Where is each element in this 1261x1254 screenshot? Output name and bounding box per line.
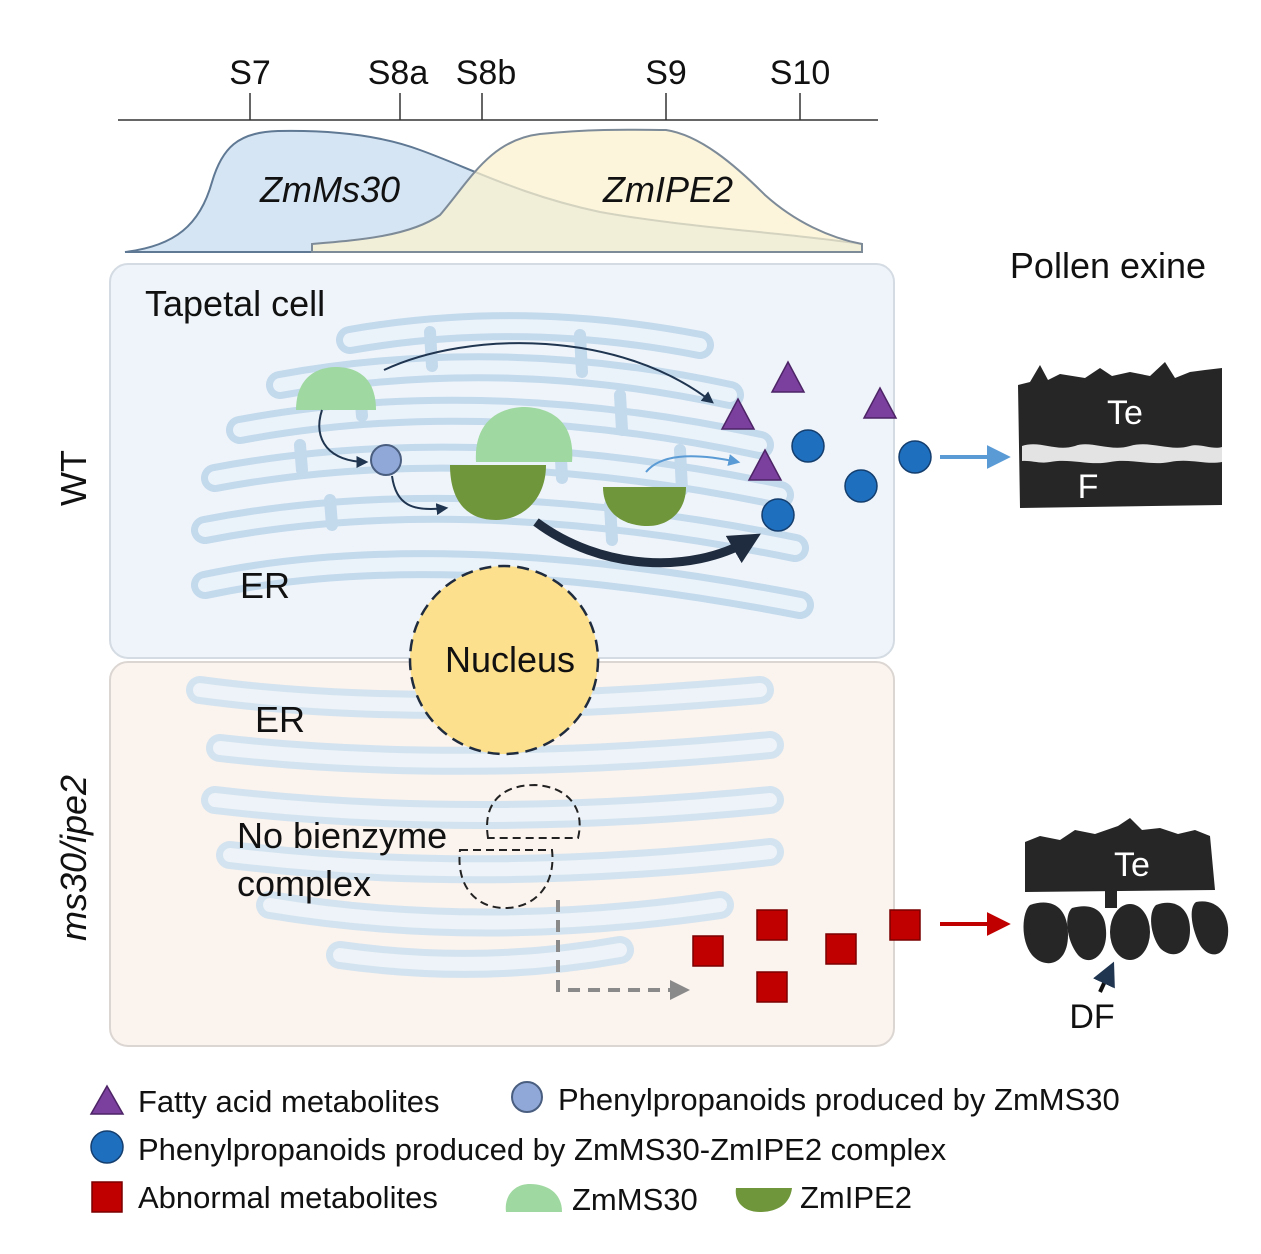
gene-label-zmipe2: ZmIPE2 (602, 169, 733, 210)
df-pointer-arrow (1093, 961, 1115, 993)
abnormal-metabolite-square (692, 935, 724, 967)
legend-zmipe2-icon (735, 1188, 792, 1212)
phenylpropanoid-ms30-node (370, 444, 402, 476)
phenylpropanoid-complex-circle (791, 429, 825, 463)
mutant-exine-image: Te DF (1023, 818, 1229, 1036)
stage-label-s8b: S8b (456, 54, 517, 92)
phenylpropanoid-complex-circle (844, 469, 878, 503)
wt-side-label: WT (53, 450, 94, 506)
mutant-er-label: ER (255, 699, 305, 740)
abnormal-metabolite-square (756, 971, 788, 1003)
abnormal-metabolites (692, 909, 921, 1003)
fatty-acid-triangle (720, 397, 756, 430)
fatty-acid-triangle (747, 448, 783, 481)
missing-zmms30-outline (486, 783, 581, 839)
wt-complex-phenylpropanoids (761, 429, 932, 532)
wt-tectum-label: Te (1107, 394, 1143, 432)
fatty-acid-triangle (862, 386, 898, 419)
legend-abnormal-label: Abnormal metabolites (138, 1180, 438, 1215)
tapetal-cell-label: Tapetal cell (145, 283, 325, 324)
gene-label-zmms30: ZmMs30 (259, 169, 400, 210)
pollen-exine-title: Pollen exine (1010, 245, 1206, 286)
zmipe2-enzyme-free (603, 487, 686, 526)
arrow-ms30-to-phenylpropanoid (318, 409, 369, 468)
legend-zmms30-label: ZmMS30 (572, 1182, 698, 1217)
abnormal-metabolite-square (756, 909, 788, 941)
mutant-tectum-label: Te (1114, 846, 1150, 884)
wt-fatty-acid-metabolites (720, 360, 898, 481)
legend-phenyl-ms30-label: Phenylpropanoids produced by ZmMS30 (558, 1082, 1120, 1117)
stage-label-s8a: S8a (368, 54, 429, 92)
legend-fatty-acid-label: Fatty acid metabolites (138, 1084, 440, 1119)
abnormal-metabolite-square (889, 909, 921, 941)
fatty-acid-triangle (770, 360, 806, 393)
wt-panel: Tapetal cell WT (53, 263, 1011, 659)
zmms30-enzyme-complex (475, 407, 573, 462)
arrow-phenylpropanoid-to-complex (391, 475, 449, 516)
zmipe2-enzyme-complex (450, 465, 546, 520)
legend-abnormal-icon (91, 1181, 123, 1213)
abnormal-metabolite-square (825, 933, 857, 965)
legend-fatty-acid-icon (89, 1084, 125, 1115)
arrow-ms30-to-fatty-acid (383, 342, 714, 404)
zmms30-enzyme-free (296, 367, 376, 410)
stage-label-s10: S10 (770, 54, 831, 92)
legend-phenyl-complex-label: Phenylpropanoids produced by ZmMS30-ZmIP… (138, 1132, 947, 1167)
mutant-panel: ms30/ipe2 ER Nucleus (53, 564, 1011, 1047)
mutant-side-label: ms30/ipe2 (53, 775, 94, 941)
nucleus (408, 564, 600, 756)
mutant-er-stack (186, 676, 784, 978)
wt-exine-image: Te F (1018, 362, 1222, 508)
legend-zmipe2-label: ZmIPE2 (800, 1180, 912, 1215)
stage-timeline: S7 S8a S8b S9 S10 ZmMs30 ZmIPE2 (118, 54, 878, 253)
no-complex-label-line2: complex (237, 863, 371, 904)
defective-foot-layer-label: DF (1069, 998, 1114, 1036)
arrow-complex-to-phenylpropanoids (533, 518, 761, 568)
legend-zmms30-icon (505, 1184, 562, 1212)
stage-label-s7: S7 (229, 54, 271, 92)
no-complex-label-line1: No bienzyme (237, 815, 447, 856)
pollen-exine-section: Pollen exine Te F Te DF (1010, 245, 1229, 1036)
phenylpropanoid-complex-circle (898, 440, 932, 474)
wt-foot-layer-label: F (1078, 468, 1099, 506)
zmipe2-expression-curve (311, 128, 863, 253)
legend: Fatty acid metabolites Phenylpropanoids … (89, 1081, 1120, 1217)
arrow-to-abnormal-metabolites (556, 900, 690, 1000)
nucleus-label: Nucleus (445, 639, 575, 680)
phenylpropanoid-complex-circle (761, 498, 795, 532)
legend-phenyl-complex-icon (90, 1130, 124, 1164)
stage-label-s9: S9 (645, 54, 687, 92)
legend-phenyl-ms30-icon (511, 1081, 543, 1113)
wt-er-label: ER (240, 565, 290, 606)
arrow-ipe2-to-metabolite (645, 454, 741, 473)
